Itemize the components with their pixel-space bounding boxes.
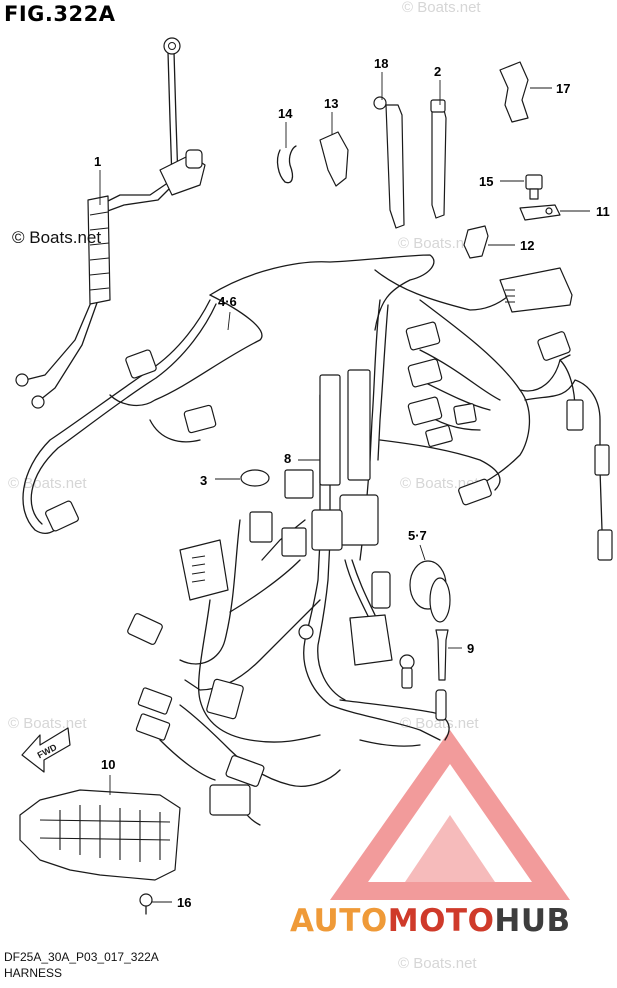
- callout-10: 10: [101, 757, 115, 772]
- battery-cable-part-1: [15, 37, 206, 409]
- harness-connectors: [45, 267, 613, 816]
- figure-title: FIG.322A: [4, 2, 116, 26]
- brand-wordmark: AUTOMOTOHUB: [290, 903, 571, 939]
- figure-caption: HARNESS: [4, 966, 63, 980]
- callout-leaders: [99, 72, 590, 903]
- brand-logo-mark: [330, 730, 570, 900]
- brand-part-moto: MOTO: [387, 903, 495, 939]
- callout-4-6: 4·6: [218, 294, 237, 309]
- callout-15: 15: [479, 174, 493, 189]
- watermark-text: © Boats.net: [398, 235, 477, 252]
- callout-8: 8: [284, 451, 291, 466]
- brand-part-auto: AUTO: [290, 903, 388, 939]
- callout-5-7: 5·7: [408, 528, 427, 543]
- callout-18: 18: [374, 56, 388, 71]
- brand-part-hub: HUB: [494, 903, 571, 939]
- watermark-text: © Boats.net: [8, 715, 87, 732]
- figure-code: DF25A_30A_P03_017_322A: [4, 950, 159, 964]
- small-parts: FWD: [19, 61, 561, 915]
- watermark-layer: © Boats.net © Boats.net © Boats.net © Bo…: [8, 0, 481, 972]
- callouts: 1 2 3 4·6 5·7 8 9 10 11 12 13 14 15 16 1…: [94, 56, 610, 910]
- callout-1: 1: [94, 154, 101, 169]
- watermark-text: © Boats.net: [400, 715, 479, 732]
- watermark-text: © Boats.net: [402, 0, 481, 16]
- copyright-notice: © Boats.net: [12, 228, 102, 247]
- callout-14: 14: [278, 106, 293, 121]
- callout-17: 17: [556, 81, 570, 96]
- callout-16: 16: [177, 895, 191, 910]
- callout-9: 9: [467, 641, 474, 656]
- callout-3: 3: [200, 473, 207, 488]
- callout-11: 11: [596, 204, 610, 219]
- callout-2: 2: [434, 64, 441, 79]
- callout-12: 12: [520, 238, 534, 253]
- watermark-text: © Boats.net: [398, 955, 477, 972]
- watermark-text: © Boats.net: [8, 475, 87, 492]
- callout-13: 13: [324, 96, 338, 111]
